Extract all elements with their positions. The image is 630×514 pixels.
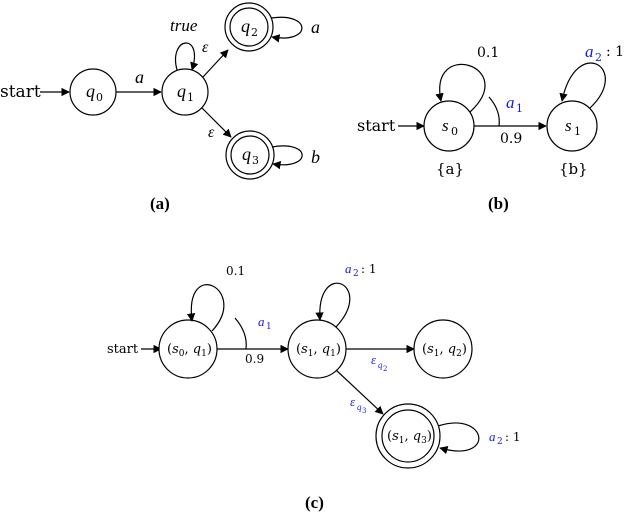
edge-s1q1-s1q3: [335, 369, 384, 415]
state-s1-q2-label: (s1, q2): [422, 342, 467, 359]
edge-s0-self: [435, 63, 486, 113]
edge-q1-q3-label: ε: [208, 124, 215, 141]
edge-s0q1-self: [186, 284, 225, 332]
state-q0-sub: 0: [96, 91, 103, 104]
edge-s0-s1-prob: 0.9: [500, 131, 522, 147]
edge-s1q1-s1q2-eps-sub: q: [378, 360, 383, 370]
state-q2: q 2: [224, 2, 274, 52]
edge-q0-q1-label: a: [135, 67, 144, 87]
action-arc-a1-c: [234, 317, 247, 350]
edge-s1-self-action-base: a: [585, 42, 594, 61]
start-label-a: start: [0, 82, 41, 102]
state-q0-base: q: [86, 81, 95, 101]
state-s0-q1-q-sub: 1: [201, 349, 207, 359]
state-s0-q1-s-sub: 0: [179, 349, 185, 359]
action-a1-base: a: [506, 93, 515, 112]
state-s1-sub: 1: [574, 125, 581, 138]
edge-q1-q3: [201, 107, 232, 138]
edge-s1q1-s1q3-eps-sub: q: [357, 402, 362, 412]
state-s1-labels: {b}: [559, 160, 588, 178]
edge-q1-q2-label: ε: [202, 39, 209, 56]
action-arc-a1-b: [488, 96, 500, 127]
state-q2-base: q: [241, 16, 250, 36]
state-s1-q3: (s1, q3): [375, 403, 441, 469]
state-s0-q1-label: (s0, q1): [167, 342, 212, 359]
state-s1-base: s: [565, 116, 572, 135]
state-s1: s 1: [546, 100, 598, 152]
state-s1-q3-s-sub: 1: [399, 436, 405, 446]
edge-q2-self-label: a: [311, 17, 320, 37]
state-s1-q2: (s1, q2): [413, 319, 473, 379]
state-s1-q1-q-sub: 1: [330, 349, 336, 359]
state-q1-base: q: [177, 81, 186, 101]
panel-b: start s 0 {a} 0.1 a 1 0.9 s 1 {b} a 2 : …: [357, 42, 624, 213]
edge-s1-self-prob: : 1: [606, 44, 624, 60]
edge-s1q3-self: [437, 422, 480, 455]
edge-s1q1-self-action-base: a: [345, 261, 352, 276]
action-c-a1-base: a: [258, 314, 265, 329]
panel-a: start q 0 a q 1 true ε q 2 a: [0, 2, 320, 213]
state-s1-q3-label: (s1, q3): [387, 429, 432, 446]
state-s0-base: s: [442, 116, 449, 135]
caption-a: (a): [150, 194, 170, 213]
state-q3: q 3: [225, 130, 275, 180]
edge-s1q1-s1q2-eps-subsub: 2: [383, 365, 387, 373]
edge-s0q1-self-prob: 0.1: [226, 264, 245, 278]
state-q3-base: q: [242, 144, 251, 164]
state-s0-sub: 0: [451, 125, 458, 138]
caption-b: (b): [488, 194, 509, 213]
edge-q1-q2: [202, 49, 229, 78]
start-label-c: start: [107, 342, 139, 357]
edge-q3-self-label: b: [311, 147, 320, 167]
state-s0-q1: (s0, q1): [158, 319, 218, 379]
edge-s1-self: [559, 62, 606, 109]
caption-c: (c): [305, 493, 324, 512]
edge-s1q1-s1q2-eps: ε: [371, 352, 377, 367]
state-s1-q1-s-sub: 1: [308, 349, 314, 359]
state-s1-q1: (s1, q1): [287, 319, 347, 379]
state-s1-q3-q-sub: 3: [421, 436, 427, 446]
edge-s1q1-self: [315, 282, 351, 328]
edge-s1q3-self-action-base: a: [489, 429, 496, 444]
action-c-a1-sub: 1: [266, 322, 272, 332]
edge-s0q1-s1q1-prob: 0.9: [245, 352, 264, 366]
state-q1: q 1: [161, 68, 209, 116]
edge-q2-self: [270, 16, 303, 43]
state-q1-sub: 1: [187, 91, 194, 104]
edge-s0-self-prob: 0.1: [477, 45, 499, 61]
edge-s1q1-s1q3-eps: ε: [350, 394, 356, 409]
edge-s1-self-action-sub: 2: [595, 51, 602, 64]
state-q2-sub: 2: [251, 26, 258, 39]
edge-s1q3-self-prob: : 1: [505, 430, 521, 444]
edge-q1-self: [174, 42, 199, 71]
edge-q1-self-label: true: [170, 16, 198, 35]
state-s0: s 0: [423, 100, 475, 152]
start-label-b: start: [357, 116, 396, 135]
panel-c: start (s0, q1) 0.1 a 1 0.9 (s1, q1) a 2 …: [107, 261, 521, 512]
edge-s1q1-self-prob: : 1: [361, 262, 377, 276]
state-s1-q1-label: (s1, q1): [296, 342, 341, 359]
state-q3-sub: 3: [252, 154, 259, 167]
edge-s1q1-s1q3-eps-subsub: 3: [362, 407, 366, 415]
edge-s1q3-self-action-sub: 2: [497, 437, 503, 447]
edge-q3-self: [271, 145, 303, 170]
state-q0: q 0: [69, 68, 117, 116]
state-s1-q2-q-sub: 2: [456, 349, 462, 359]
state-s0-labels: {a}: [436, 160, 464, 178]
edge-s1q1-self-action-sub: 2: [353, 269, 359, 279]
state-s1-q2-s-sub: 1: [434, 349, 440, 359]
action-a1-sub: 1: [516, 102, 523, 115]
